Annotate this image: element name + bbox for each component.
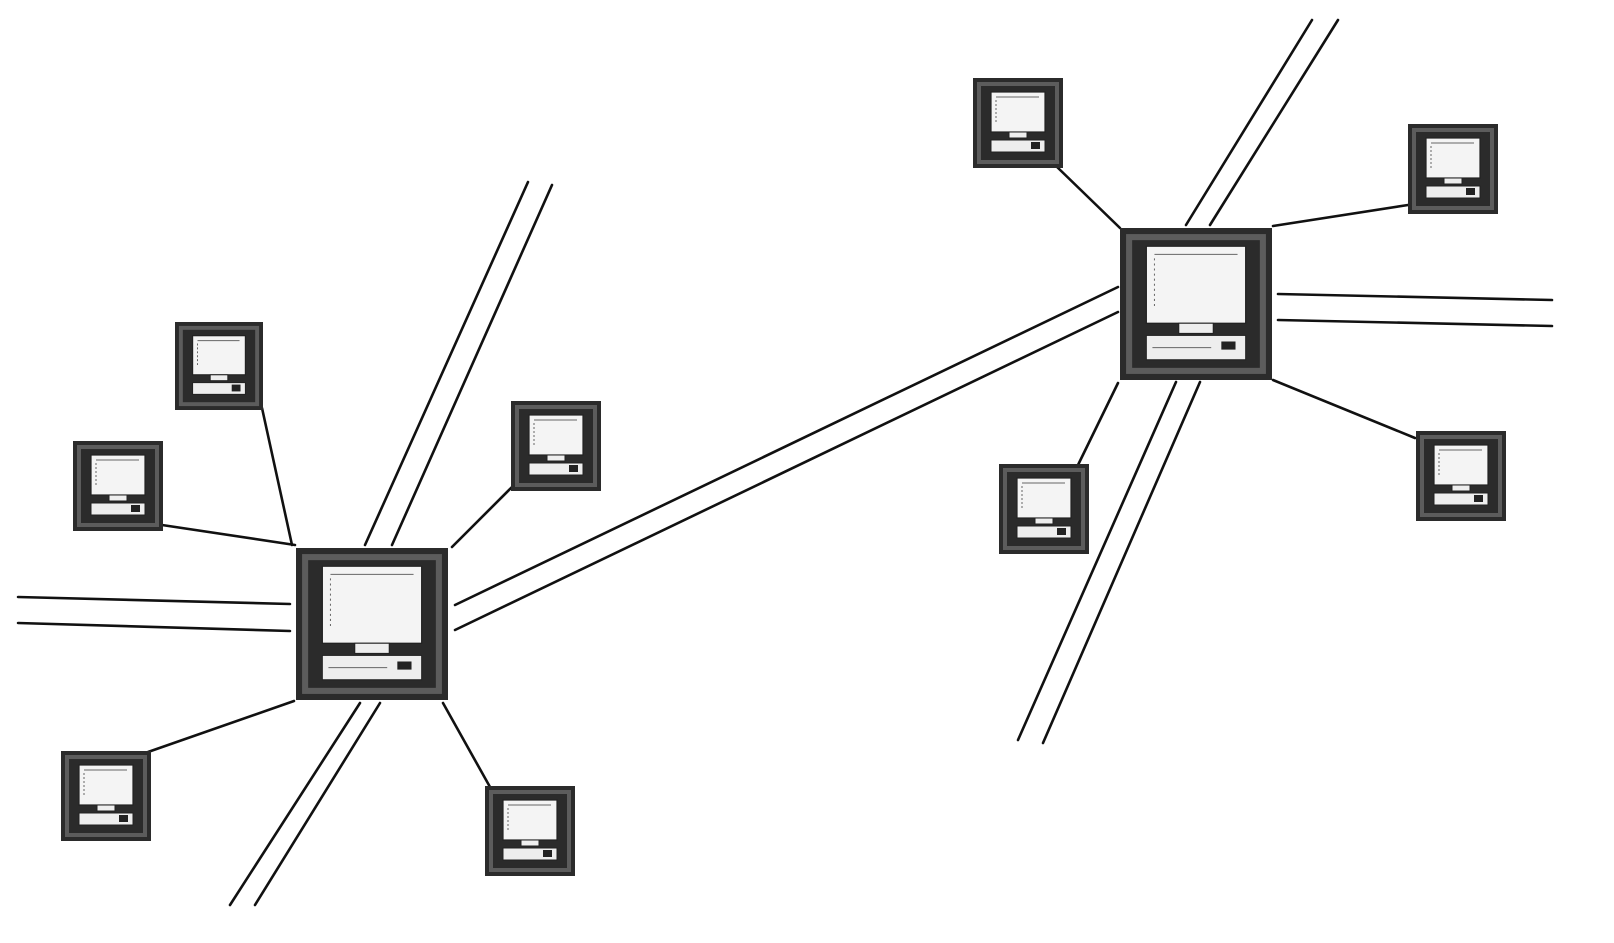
client-left-2-computer-icon (72, 441, 164, 531)
hub-left-trunks (16, 180, 554, 907)
client-left-1-computer-icon (174, 322, 264, 410)
hub-left-server-icon (296, 547, 448, 701)
client-left-5-computer-icon (484, 786, 576, 876)
client-left-4-computer-icon (60, 751, 152, 841)
hub-right-client-links (1053, 163, 1417, 467)
hub-right-server-icon (1120, 228, 1272, 380)
hub-left-client-links (146, 406, 514, 789)
client-left-3-computer-icon (510, 401, 602, 491)
client-right-2-computer-icon (1407, 124, 1499, 214)
client-right-1-computer-icon (973, 78, 1063, 168)
client-right-3-computer-icon (998, 464, 1090, 554)
backbone-link (453, 285, 1120, 632)
hub-right-trunks (1016, 18, 1554, 745)
client-right-4-computer-icon (1415, 431, 1507, 521)
